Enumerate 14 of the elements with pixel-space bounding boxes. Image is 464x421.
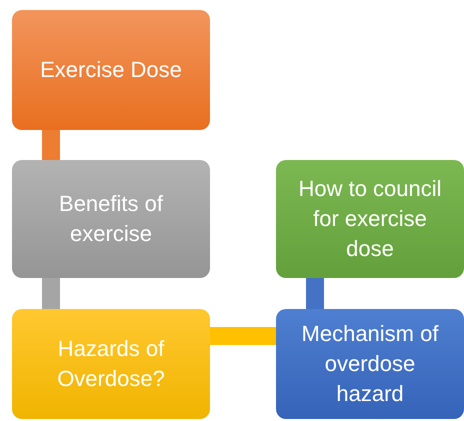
connector bbox=[42, 278, 60, 309]
process-box bbox=[12, 10, 210, 130]
connector bbox=[306, 278, 324, 309]
connector bbox=[42, 130, 60, 160]
box-label: Benefits of exercise bbox=[58, 190, 164, 248]
connector bbox=[210, 327, 276, 345]
process-box bbox=[12, 309, 210, 419]
process-box bbox=[276, 309, 464, 419]
box-label: Hazards of Overdose? bbox=[56, 335, 166, 393]
process-box bbox=[12, 160, 210, 278]
box-label: Mechanism of overdose hazard bbox=[300, 320, 440, 408]
process-box bbox=[276, 160, 464, 278]
box-label: How to council for exercise dose bbox=[297, 175, 443, 263]
box-label: Exercise Dose bbox=[40, 56, 182, 84]
